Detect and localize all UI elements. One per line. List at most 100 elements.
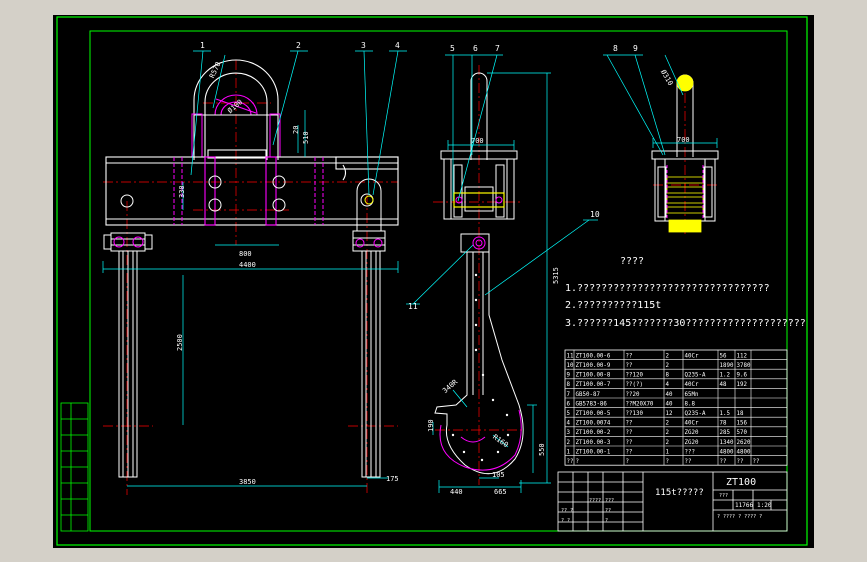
drawing-name: 115t????? (655, 488, 704, 498)
main-beam (105, 149, 399, 226)
dim-hook-throat: 340R (441, 378, 460, 395)
bom-cell: 12 (666, 411, 673, 417)
bom-cell: 40Cr (685, 421, 699, 427)
bom-cell: 1.5 (720, 411, 731, 417)
dim-shackle-pin: Ø100 (226, 98, 244, 115)
bom-cell: 40 (666, 401, 673, 407)
sheet-info: ? ???? ? ???? ? (717, 514, 762, 520)
bom-cell: ZT100.00-5 (576, 411, 611, 417)
inner-frame (89, 30, 788, 532)
drawing-number: ZT100 (726, 477, 756, 488)
bom-cell: ?? (626, 353, 633, 359)
grid-d: ? ? (561, 518, 570, 524)
bom-cell: 40 (666, 392, 673, 398)
detail-view: 700 Ø310 8 9 (603, 44, 719, 237)
bom-cell: ??? (685, 449, 695, 455)
bom-cell: ZT100.00-8 (576, 373, 611, 379)
balloon-5: 5 (450, 44, 455, 53)
balloon-11: 11 (408, 302, 418, 311)
technical-notes: ???? 1.???????????????????????????????? … (565, 256, 806, 329)
bom-cell: ?? (567, 459, 574, 465)
bom-cell: 3 (567, 430, 571, 436)
bom-cell: 7 (567, 392, 571, 398)
dim-beam-span: 800 (239, 250, 252, 258)
bom-cell: 2 (666, 440, 670, 446)
bom-cell: 3780 (737, 363, 751, 369)
bom-cell: 2 (666, 353, 670, 359)
bom-cell: ?? (720, 459, 727, 465)
bom-cell: 2 (567, 440, 571, 446)
bom-cell: 4800 (737, 449, 751, 455)
bom-cell: ?? (685, 459, 692, 465)
bom-cell: ?? (737, 459, 744, 465)
bom-cell: ?? (626, 421, 633, 427)
bom-cell: ZT100.00-3 (576, 440, 611, 446)
bom-cell: ?? (626, 430, 633, 436)
dim-hook-bottom-b: 440 (450, 488, 463, 496)
dim-hook-bottom-c: 665 (494, 488, 507, 496)
weight-value: 11766 (735, 502, 753, 509)
bom-cell: ZT100.00-2 (576, 430, 611, 436)
bom-cell: Q235-A (685, 411, 706, 417)
bom-cell: ZT100.00-1 (576, 449, 611, 455)
bom-cell: ZT100.00-9 (576, 363, 611, 369)
grid-c: ?? ? (561, 508, 573, 514)
drawing-canvas[interactable]: R570 Ø100 20 510 330 800 4400 2500 3850 … (53, 15, 814, 548)
dim-shackle-a: 20 (292, 126, 300, 134)
bom-cell: ZG20 (685, 440, 699, 446)
bom-cell: 4 (567, 421, 571, 427)
drawing-svg: R570 Ø100 20 510 330 800 4400 2500 3850 … (56, 16, 808, 546)
title-block (557, 471, 788, 532)
balloon-1: 1 (200, 41, 205, 50)
bom-cell: ZG20 (685, 430, 699, 436)
bom-cell: 8 (567, 382, 571, 388)
dim-bottom-span: 3850 (239, 478, 256, 486)
right-rod (361, 250, 381, 478)
bom-cell: 6 (567, 401, 571, 407)
bom-cell: ZT100.00-7 (576, 382, 611, 388)
dim-side-width: 700 (471, 137, 484, 145)
dim-hook-left: 190 (427, 419, 435, 432)
bom-cell: 1 (567, 449, 571, 455)
bom-cell: 2 (666, 363, 670, 369)
bom-cell: ZT100.00-6 (576, 353, 611, 359)
bom-cell: ??130 (626, 411, 644, 417)
bom-cell: 570 (737, 430, 748, 436)
dim-beam-length: 4400 (239, 261, 256, 269)
bom-cell: GB5783-86 (576, 401, 608, 407)
bom-cell: ?? (626, 363, 633, 369)
grid-f: ? (605, 518, 608, 524)
bom-cell: ?? (626, 440, 633, 446)
bom-cell: 285 (720, 430, 731, 436)
bom-cell: 112 (737, 353, 747, 359)
bom-cell: 1.2 (720, 373, 730, 379)
bom-cell: ?? (626, 449, 633, 455)
dim-detail-width: 700 (677, 136, 690, 144)
bom-cell: ? (626, 459, 630, 465)
bom-cell: 4800 (720, 449, 734, 455)
bom-cell: ??(?) (626, 382, 643, 388)
dim-shackle-b: 510 (302, 131, 310, 144)
note-line-2: 2.??????????115t (565, 300, 661, 311)
bom-cell: 65Mn (685, 392, 699, 398)
dim-total-height: 5315 (552, 267, 560, 284)
bom-cell: 5 (567, 411, 571, 417)
bom-cell: 48 (720, 382, 727, 388)
bom-cell: Q235-A (685, 373, 706, 379)
bom-cell: 56 (720, 353, 727, 359)
dim-beam-hole: 330 (178, 185, 186, 198)
bom-cell: 78 (720, 421, 727, 427)
bom-cell: 11 (567, 353, 574, 359)
grid-e: ?? (605, 508, 611, 514)
balloon-10: 10 (590, 210, 600, 219)
bom-cell: ?? (753, 459, 760, 465)
outer-frame (56, 16, 808, 546)
scale-value: 1:20 (757, 502, 772, 509)
note-line-3: 3.??????145???????30???????????????????? (565, 318, 806, 329)
bom-cell: 2 (666, 421, 670, 427)
left-margin-strip (60, 402, 89, 532)
bom-cell: ? (576, 459, 580, 465)
dim-hook-height: 550 (538, 443, 546, 456)
